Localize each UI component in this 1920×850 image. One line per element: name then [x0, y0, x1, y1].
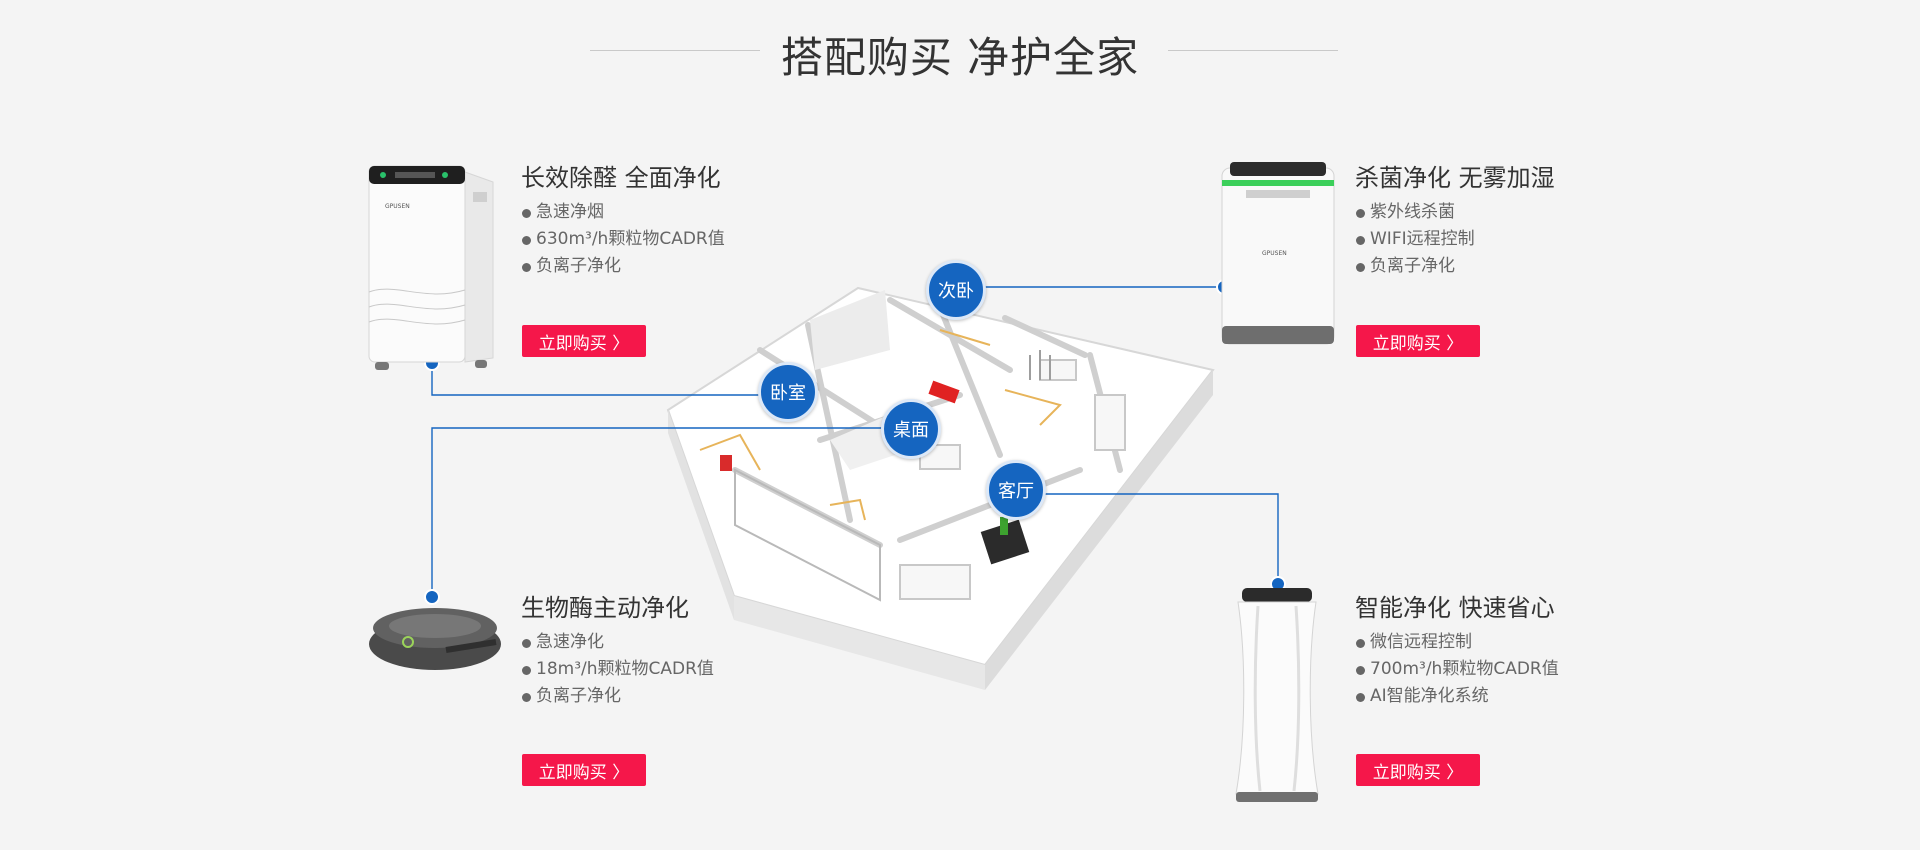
feature-item: 紫外线杀菌	[1355, 199, 1595, 226]
feature-item: 负离子净化	[1355, 253, 1595, 280]
product-info-2: 杀菌净化 无雾加湿 紫外线杀菌 WIFI远程控制 负离子净化	[1355, 158, 1595, 280]
product-info-4: 智能净化 快速省心 微信远程控制 700m³/h颗粒物CADR值 AI智能净化系…	[1355, 588, 1595, 710]
buy-now-button[interactable]: 立即购买 〉	[522, 754, 646, 786]
product-title: 智能净化 快速省心	[1355, 594, 1555, 622]
buy-now-button[interactable]: 立即购买 〉	[522, 325, 646, 357]
feature-item: 负离子净化	[521, 683, 761, 710]
feature-item: 急速净烟	[521, 199, 761, 226]
product-image-humidifier-purifier[interactable]: GPUSEN	[1216, 160, 1340, 348]
product-info-1: 长效除醛 全面净化 急速净烟 630m³/h颗粒物CADR值 负离子净化	[521, 158, 761, 280]
feature-item: 急速净化	[521, 629, 761, 656]
product-image-tower-purifier[interactable]	[1228, 586, 1326, 804]
product-title: 长效除醛 全面净化	[521, 164, 721, 192]
feature-list: 急速净化 18m³/h颗粒物CADR值 负离子净化	[521, 629, 761, 710]
room-marker-desktop[interactable]: 桌面	[881, 399, 941, 459]
section-title: 搭配购买 净护全家	[780, 33, 1140, 82]
product-image-floor-purifier[interactable]: GPUSEN	[365, 162, 501, 374]
feature-item: WIFI远程控制	[1355, 226, 1595, 253]
brand-logo: GPUSEN	[385, 203, 410, 210]
title-divider-left	[590, 50, 760, 51]
feature-list: 紫外线杀菌 WIFI远程控制 负离子净化	[1355, 199, 1595, 280]
section-header: 搭配购买 净护全家	[0, 18, 1920, 82]
buy-now-button[interactable]: 立即购买 〉	[1356, 754, 1480, 786]
product-title: 杀菌净化 无雾加湿	[1355, 164, 1555, 192]
product-image-desktop-purifier[interactable]	[366, 598, 504, 674]
feature-item: 微信远程控制	[1355, 629, 1595, 656]
connector-dot	[424, 589, 440, 605]
product-title: 生物酶主动净化	[521, 594, 689, 622]
room-marker-bedroom[interactable]: 卧室	[758, 362, 818, 422]
buy-now-button[interactable]: 立即购买 〉	[1356, 325, 1480, 357]
feature-item: 负离子净化	[521, 253, 761, 280]
feature-item: 18m³/h颗粒物CADR值	[521, 656, 761, 683]
feature-list: 急速净烟 630m³/h颗粒物CADR值 负离子净化	[521, 199, 761, 280]
product-info-3: 生物酶主动净化 急速净化 18m³/h颗粒物CADR值 负离子净化	[521, 588, 761, 710]
feature-item: 700m³/h颗粒物CADR值	[1355, 656, 1595, 683]
feature-list: 微信远程控制 700m³/h颗粒物CADR值 AI智能净化系统	[1355, 629, 1595, 710]
connector-lines	[431, 286, 1279, 597]
feature-item: 630m³/h颗粒物CADR值	[521, 226, 761, 253]
room-marker-living-room[interactable]: 客厅	[986, 460, 1046, 520]
feature-item: AI智能净化系统	[1355, 683, 1595, 710]
title-divider-right	[1168, 50, 1338, 51]
brand-logo: GPUSEN	[1262, 250, 1287, 257]
room-marker-second-bedroom[interactable]: 次卧	[926, 260, 986, 320]
